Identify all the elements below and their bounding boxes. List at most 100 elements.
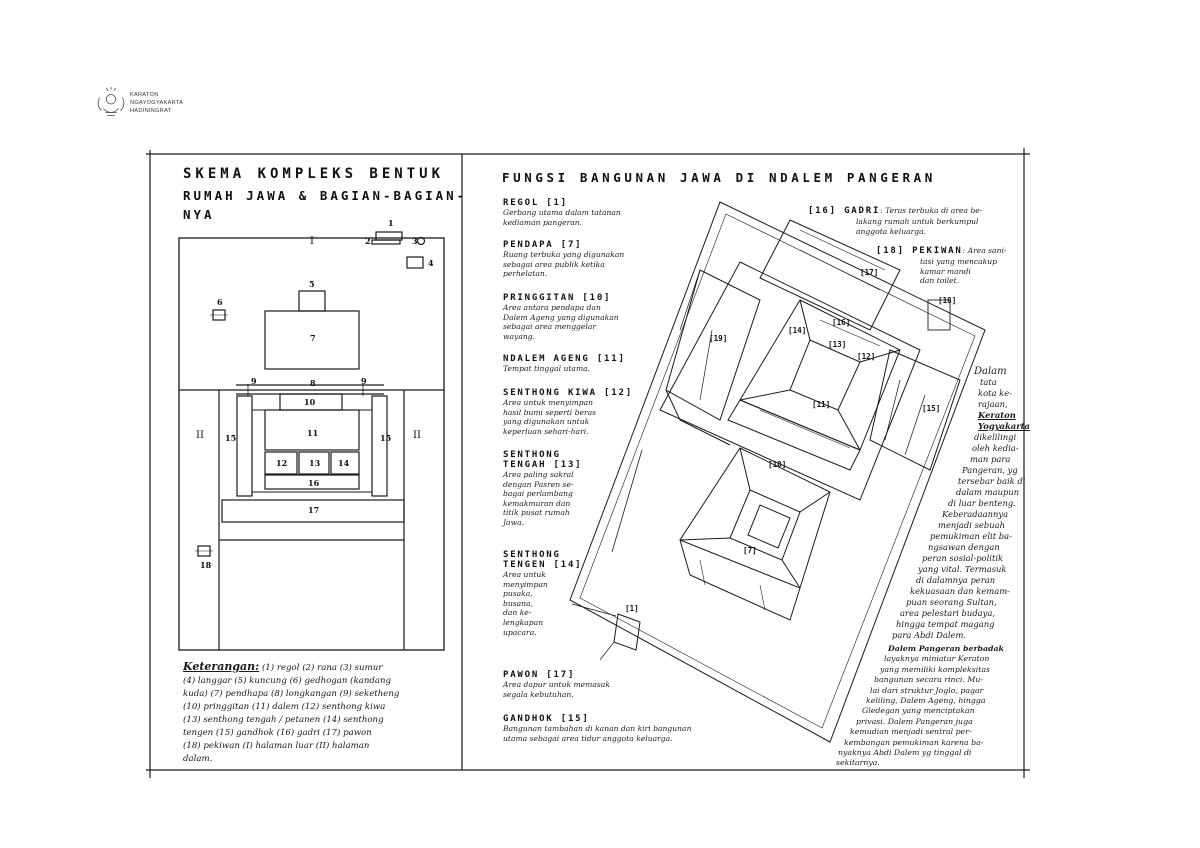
plan-number: 2 <box>365 236 371 246</box>
function-heading: NDALEM AGENG [11] <box>503 354 626 364</box>
iso-label: [18] <box>938 296 957 305</box>
side-note-line: area pelestari budaya, <box>900 608 996 618</box>
plan-roman-halaman-dalam-right: II <box>413 430 421 441</box>
plan-number: 9 <box>251 376 257 386</box>
function-heading: PRINGGITAN [10] <box>503 293 612 303</box>
side-note: Dalam tata kota ke- rajaan, Keraton Yogy… <box>892 366 1030 641</box>
function-desc-line: titik pusat rumah <box>503 508 570 518</box>
logo-line-2: NGAYOGYAKARTA <box>130 100 184 106</box>
function-desc-line: sebagai area publik ketika <box>503 259 605 269</box>
function-desc-line: keperluan sehari-hari. <box>503 426 589 436</box>
logo-line-3: HADININGRAT <box>130 108 172 114</box>
note-desc-line: : Teras terbuka di area be- <box>880 206 983 215</box>
iso-label: [19] <box>709 334 728 343</box>
plan-number: 1 <box>388 218 394 228</box>
side-note-line: Keraton <box>978 410 1016 420</box>
bottom-note-line: keliling, Dalem Ageng, hingga <box>866 696 986 706</box>
iso-label: [1] <box>625 604 639 613</box>
function-heading-2: TENGEN [14] <box>503 560 583 570</box>
function-desc-line: pusaka, <box>503 589 533 599</box>
plan-number: 5 <box>309 279 315 289</box>
plan-number: 6 <box>217 297 223 307</box>
plan-number: 4 <box>428 258 434 268</box>
legend-line: (13) senthong tengah / petanen (14) sent… <box>183 715 384 725</box>
side-note-line: dalam maupun <box>956 487 1020 497</box>
function-desc-line: Ruang terbuka yang digunakan <box>503 250 625 259</box>
function-desc-line: Area untuk <box>503 570 546 579</box>
note-heading: [16] GADRI <box>808 206 881 216</box>
function-heading: PENDAPA [7] <box>503 240 583 250</box>
function-desc-line: kemakmuran dan <box>503 498 571 508</box>
plan-number: 9 <box>361 376 367 386</box>
plan-number: 7 <box>310 333 316 343</box>
plan-number: 11 <box>307 428 319 438</box>
function-heading: SENTHONG KIWA [12] <box>503 388 633 398</box>
note-pekiwan: [18] PEKIWAN: Area sani- tasi yang menca… <box>876 238 1006 286</box>
bottom-note-line: Gledegan yang menciptakan <box>862 706 975 716</box>
bottom-note-line: privasi. Dalem Pangeran juga <box>856 716 973 726</box>
function-desc-line: Area untuk menyimpan <box>503 398 594 407</box>
legend-heading: Keterangan: <box>183 660 260 673</box>
function-desc-line: Area antara pendapa dan <box>503 303 601 312</box>
iso-label: [10] <box>768 460 787 469</box>
plan-number: 15 <box>225 433 237 443</box>
function-desc-line: perhelatan. <box>503 269 548 279</box>
bottom-note-line: Dalem Pangeran berbadak <box>888 644 1004 653</box>
legend-line: (18) pekiwan (I) halaman luar (II) halam… <box>183 741 370 751</box>
function-desc-line: menyimpan <box>503 579 548 589</box>
function-desc-line: bagai perlambang <box>503 489 573 499</box>
keraton-logo-text: KARATON NGAYOGYAKARTA HADININGRAT <box>130 91 183 115</box>
bottom-note-line: layaknya miniatur Keraton <box>884 654 990 664</box>
function-desc-line: dan ke- <box>503 608 532 618</box>
side-note-line: di luar benteng. <box>948 498 1016 508</box>
function-desc-line: wayang. <box>503 331 536 341</box>
plan-number: 18 <box>200 560 212 570</box>
plan-number: 17 <box>308 505 320 515</box>
function-desc-line: yang digunakan untuk <box>503 417 590 427</box>
note-desc-line: dan toilet. <box>920 276 960 286</box>
function-senthong-tengen: SENTHONG TENGEN [14] Area untuk menyimpa… <box>503 550 582 637</box>
legend: Keterangan: (1) regol (2) rana (3) sumur… <box>183 660 399 766</box>
side-note-line: peran sosial-politik <box>922 553 1004 563</box>
iso-label: [14] <box>788 326 807 335</box>
plan-number: 12 <box>276 458 288 468</box>
keraton-emblem-icon <box>97 86 125 116</box>
plan-number: 8 <box>310 378 316 388</box>
plan-number: 10 <box>304 397 316 407</box>
note-desc-line: lakang rumah untuk berkumpul <box>856 217 979 226</box>
plan-number: 15 <box>380 433 392 443</box>
function-desc-line: hasil bumi seperti beras <box>503 407 597 417</box>
function-desc-line: Area paling sakral <box>503 470 574 479</box>
left-title-line-2: RUMAH JAWA & BAGIAN-BAGIAN- <box>183 188 468 203</box>
side-note-line: tata <box>980 377 997 387</box>
side-note-line: kota ke- <box>978 388 1012 398</box>
function-regol: REGOL [1] Gerbang utama dalam tatanan ke… <box>503 198 621 227</box>
function-senthong-kiwa: SENTHONG KIWA [12] Area untuk menyimpan … <box>503 388 633 436</box>
left-title-line-3: NYA <box>183 207 215 222</box>
function-senthong-tengah: SENTHONG TENGAH [13] Area paling sakral … <box>503 450 582 528</box>
legend-line: (4) langgar (5) kuncung (6) gedhogan (ka… <box>183 676 392 686</box>
function-desc-line: utama sebagai area tidur anggota keluarg… <box>503 733 673 743</box>
side-note-line: Dalam <box>974 366 1007 377</box>
function-desc-line: segala kebutuhan. <box>503 689 574 699</box>
bottom-note-line: bangunan secara rinci. Mu- <box>874 675 984 685</box>
function-desc-line: Area dapur untuk memasak <box>503 680 610 689</box>
function-ndalem-ageng: NDALEM AGENG [11] Tempat tinggal utama. <box>503 354 626 374</box>
function-desc-line: Jawa. <box>503 517 525 527</box>
iso-label: [16] <box>832 318 851 327</box>
side-note-line: rajaan, <box>978 399 1008 409</box>
function-heading: REGOL [1] <box>503 198 568 208</box>
side-note-line: Keberadaannya <box>942 509 1009 519</box>
function-desc-line: kediaman pangeran. <box>503 217 583 227</box>
logo-line-1: KARATON <box>130 92 159 98</box>
side-note-line: dikelilingi <box>974 432 1017 442</box>
plan-roman-halaman-luar: I <box>310 236 314 247</box>
note-heading: [18] PEKIWAN <box>876 246 963 256</box>
plan-roman-halaman-dalam-left: II <box>196 430 204 441</box>
bottom-note-line: kemudian menjadi sentral per- <box>850 727 972 737</box>
side-note-line: oleh kedia- <box>972 443 1019 453</box>
legend-line: (10) pringgitan (11) dalem (12) senthong… <box>183 702 386 712</box>
note-gadri: [16] GADRI: Teras terbuka di area be- la… <box>808 198 982 236</box>
function-desc-line: lengkapan <box>503 617 544 627</box>
